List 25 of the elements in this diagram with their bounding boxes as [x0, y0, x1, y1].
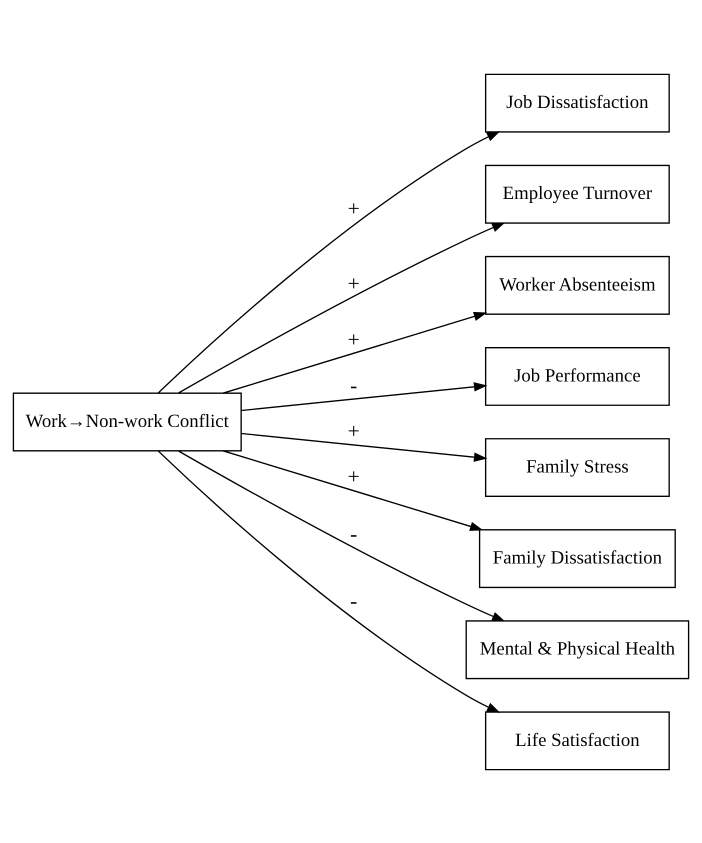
edge-label: -	[350, 521, 358, 546]
arrow	[178, 222, 506, 393]
node-box: Work→Non-work Conflict	[12, 392, 242, 451]
arrow	[158, 450, 500, 712]
edge-label: -	[350, 372, 358, 397]
arrow	[241, 382, 488, 411]
arrow	[178, 450, 506, 622]
arrow	[222, 450, 484, 530]
node-box: Life Satisfaction	[484, 710, 670, 770]
edge-label: +	[348, 418, 360, 442]
node-box: Worker Absenteeism	[484, 255, 670, 314]
edge-label: -	[350, 588, 358, 612]
arrow	[241, 432, 488, 462]
edge-label: +	[348, 327, 360, 352]
edge-label: +	[348, 464, 360, 488]
edge-label: +	[348, 196, 360, 220]
node-box: Employee Turnover	[484, 164, 670, 224]
node-box: Job Performance	[484, 346, 670, 406]
node-box: Mental & Physical Health	[466, 620, 690, 679]
node-box: Job Dissatisfaction	[484, 73, 670, 132]
edge-label: +	[348, 270, 360, 295]
node-box: Family Dissatisfaction	[478, 528, 676, 588]
arrow	[222, 311, 488, 394]
node-box: Family Stress	[484, 438, 670, 497]
arrow	[158, 130, 500, 394]
